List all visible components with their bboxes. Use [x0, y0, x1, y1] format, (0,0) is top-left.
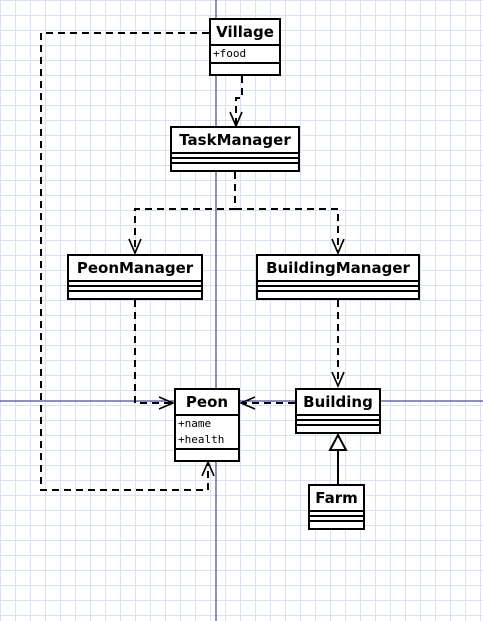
- class-peonmanager[interactable]: PeonManager: [67, 254, 203, 300]
- class-name: PeonManager: [69, 256, 201, 282]
- operations-compartment: [258, 287, 418, 292]
- attributes-compartment: [258, 282, 418, 287]
- attribute: +health: [178, 433, 225, 446]
- inheritance-triangle: [328, 432, 348, 451]
- operations-compartment: [172, 159, 298, 164]
- class-name: Peon: [176, 390, 238, 416]
- class-peon[interactable]: Peon +name +health: [174, 388, 240, 462]
- class-attributes: +name +health: [176, 416, 238, 450]
- relation-peonmanager-peon: [134, 300, 173, 404]
- class-buildingmanager[interactable]: BuildingManager: [256, 254, 420, 300]
- operations-compartment: [211, 64, 279, 69]
- class-village[interactable]: Village +food: [209, 18, 281, 76]
- attributes-compartment: [310, 512, 363, 517]
- arrowhead-peon-bottom: [201, 459, 215, 477]
- relation-taskmanager-buildingmanager: [235, 208, 339, 253]
- class-name: Building: [297, 390, 379, 416]
- class-name: Farm: [310, 486, 363, 512]
- class-farm[interactable]: Farm: [308, 484, 365, 530]
- class-name: TaskManager: [172, 128, 298, 154]
- arrowhead-buildingmanager: [331, 238, 345, 256]
- operations-compartment: [297, 421, 379, 426]
- class-taskmanager[interactable]: TaskManager: [170, 126, 300, 172]
- class-name: BuildingManager: [258, 256, 418, 282]
- attribute: +name: [178, 417, 212, 430]
- class-name: Village: [211, 20, 279, 46]
- arrowhead-peon-left: [158, 396, 176, 410]
- operations-compartment: [176, 450, 238, 455]
- attributes-compartment: [69, 282, 201, 287]
- arrowhead-peon-right: [238, 396, 256, 410]
- class-building[interactable]: Building: [295, 388, 381, 434]
- arrowhead-building: [331, 371, 345, 389]
- operations-compartment: [69, 287, 201, 292]
- operations-compartment: [310, 517, 363, 522]
- relation-taskmanager-peonmanager: [134, 172, 236, 253]
- class-attributes: +food: [211, 46, 279, 64]
- attributes-compartment: [172, 154, 298, 159]
- relation-village-taskmanager: [235, 76, 243, 126]
- relation-village-peon: [40, 32, 209, 491]
- arrowhead-peonmanager: [128, 238, 142, 256]
- attribute: +food: [213, 47, 247, 60]
- attributes-compartment: [297, 416, 379, 421]
